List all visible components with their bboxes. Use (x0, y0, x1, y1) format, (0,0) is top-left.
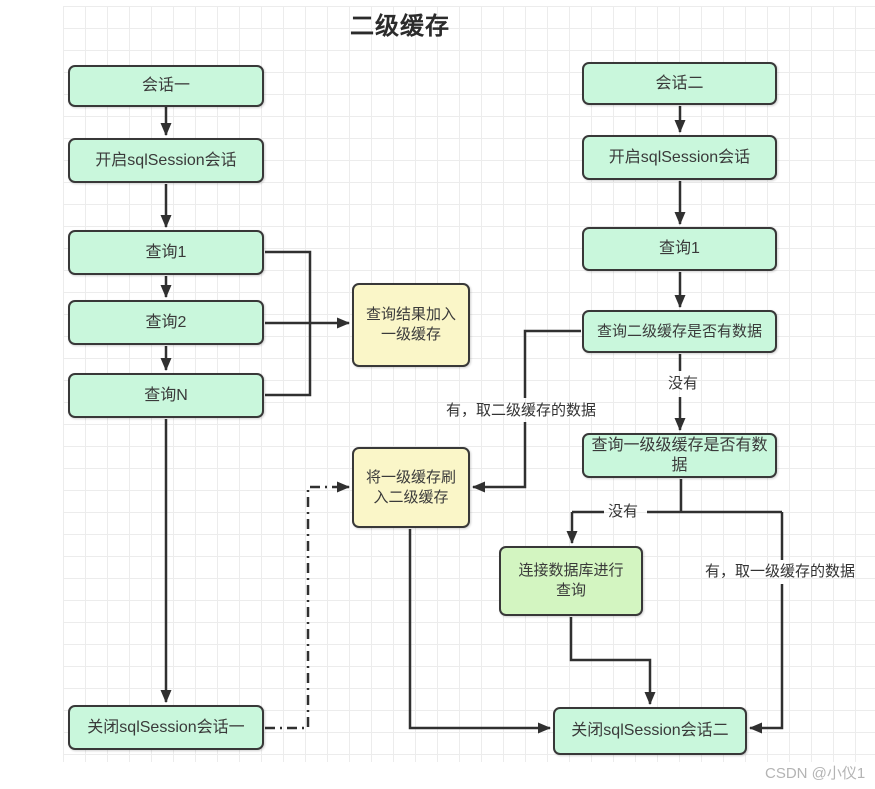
node-close-session2: 关闭sqlSession会话二 (553, 707, 747, 755)
node-session1: 会话一 (68, 65, 264, 107)
node-queryN-left-label: 查询N (144, 386, 188, 404)
edge-label-no-2: 没有 (608, 503, 639, 520)
node-flush-to-l2: 将一级缓存刷 入二级缓存 (352, 447, 470, 528)
node-db-query-label: 连接数据库进行 查询 (518, 562, 624, 599)
node-queryN-left: 查询N (68, 373, 264, 418)
node-query1-left-label: 查询1 (145, 243, 187, 261)
node-open-session1-label: 开启sqlSession会话 (95, 151, 237, 169)
edge-hitL2-top (523, 329, 581, 398)
node-close-session1: 关闭sqlSession会话一 (68, 705, 264, 750)
edge-label-no-1: 没有 (668, 375, 699, 392)
node-query1-left: 查询1 (68, 230, 264, 275)
node-add-to-l1-label: 查询结果加入 一级缓存 (365, 306, 456, 343)
node-check-l2-cache-label: 查询二级缓存是否有数据 (596, 322, 762, 340)
node-session1-label: 会话一 (141, 77, 190, 94)
node-check-l1-cache-label: 查询一级级缓存是否有数 据 (591, 436, 768, 474)
diagram-title: 二级缓存 (350, 13, 450, 40)
edge-label-hit-l2: 有，取二级缓存的数据 (446, 402, 597, 419)
node-close-session2-label: 关闭sqlSession会话二 (571, 722, 729, 739)
node-session2-label: 会话二 (655, 74, 704, 92)
edge-flushL2-close2 (408, 529, 551, 734)
node-session2: 会话二 (582, 62, 777, 105)
node-query2-left: 查询2 (68, 300, 264, 345)
node-query2-left-label: 查询2 (145, 313, 187, 331)
node-open-session2-label: 开启sqlSession会话 (608, 148, 751, 166)
edge-label-hit-l1: 有，取一级缓存的数据 (705, 563, 856, 580)
node-query1-right: 查询1 (582, 227, 777, 271)
node-open-session1: 开启sqlSession会话 (68, 138, 264, 183)
node-db-query: 连接数据库进行 查询 (499, 546, 643, 616)
node-close-session1-label: 关闭sqlSession会话一 (87, 718, 245, 736)
node-flush-to-l2-label: 将一级缓存刷 入二级缓存 (365, 468, 456, 506)
edge-close1-flushL2-dashdot (265, 481, 350, 730)
edge-hitL1-close2 (749, 584, 784, 734)
node-check-l2-cache: 查询二级缓存是否有数据 (582, 310, 777, 353)
edge-dbquery-close2 (569, 617, 656, 705)
node-query1-right-label: 查询1 (659, 240, 700, 257)
csdn-watermark: CSDN @小仪1 (765, 765, 866, 782)
node-check-l1-cache: 查询一级级缓存是否有数 据 (582, 433, 777, 478)
edge-hitL2-flushL2 (472, 422, 527, 493)
node-add-to-l1: 查询结果加入 一级缓存 (352, 283, 470, 367)
node-open-session2: 开启sqlSession会话 (582, 135, 777, 180)
